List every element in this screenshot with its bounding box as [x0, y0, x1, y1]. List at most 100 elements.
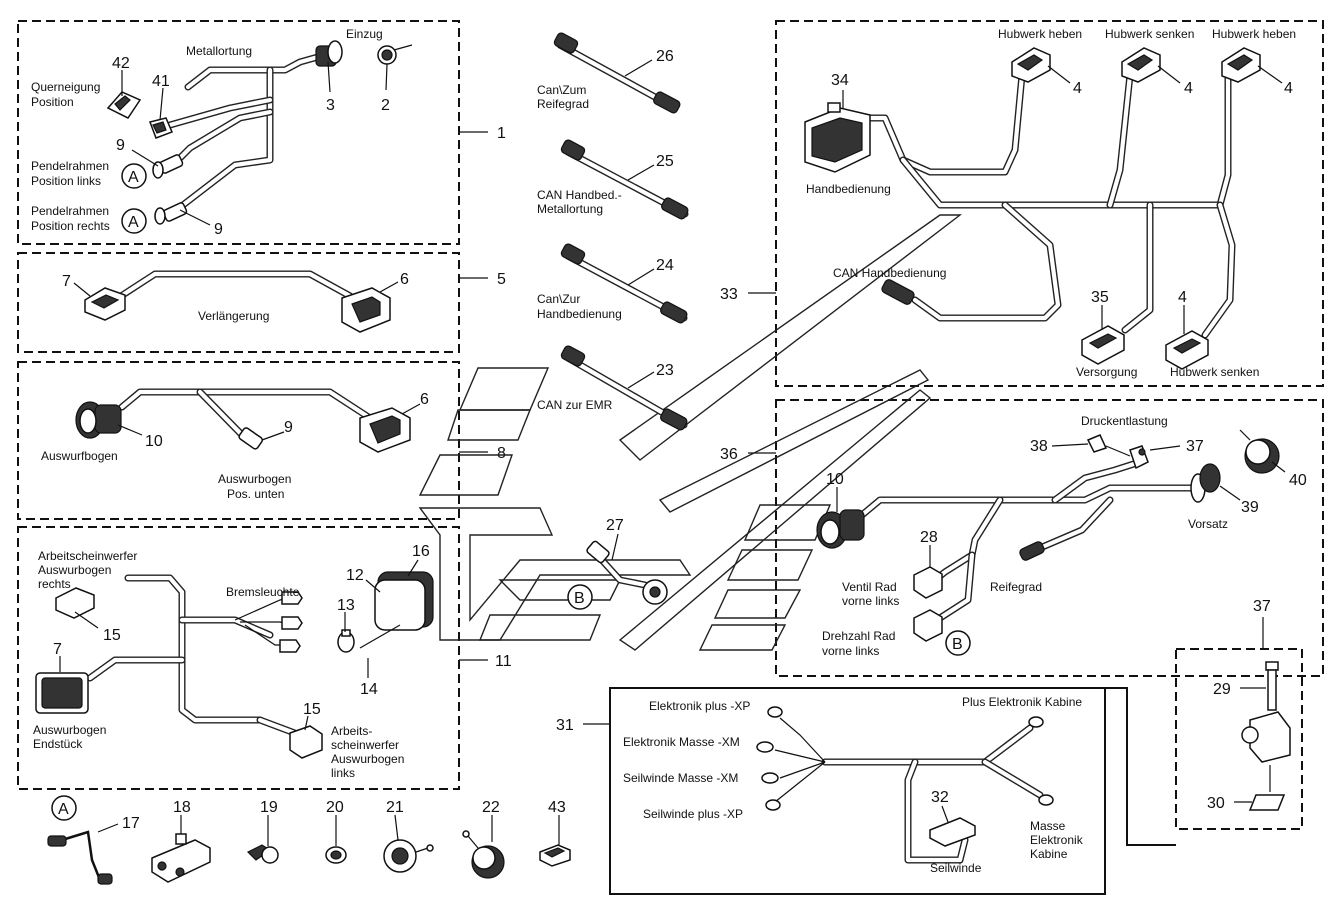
group-37-box: 37: [1175, 598, 1303, 830]
hand-control-34: [804, 102, 871, 173]
marker-a-label: A: [58, 801, 69, 818]
ring-terminals: [756, 706, 1054, 811]
group-number: 31: [556, 717, 574, 734]
connector-9-left: [152, 154, 184, 179]
label-aw-rechts: Auswurbogen: [38, 563, 111, 577]
label-druckentlastung: Druckentlastung: [1081, 414, 1168, 428]
label-hubwerk-heben: Hubwerk heben: [998, 27, 1082, 41]
connector-4-b: [1121, 47, 1161, 83]
callout-18: 18: [173, 799, 191, 816]
callout-17: 17: [122, 815, 140, 832]
tee-fitting-18: [151, 833, 211, 883]
connector-4-d: [1165, 330, 1209, 370]
callout-15: 15: [303, 701, 321, 718]
label-masse-kabine: Masse: [1030, 819, 1066, 833]
label-endstueck: Endstück: [33, 737, 83, 751]
connector-35: [1081, 325, 1125, 365]
connector-15-top: [55, 587, 95, 619]
label-can-metallortung: CAN Handbed.-: [537, 188, 622, 202]
label-aw-links: scheinwerfer: [331, 738, 399, 752]
can-cable-24: 24 Can\Zur Handbedienung: [537, 243, 688, 324]
group-5-box: 5: [17, 252, 506, 353]
cap-21: [383, 839, 434, 873]
group-31-box: 31: [556, 687, 1176, 895]
label-can-handbedienung: Can\Zur: [537, 292, 580, 306]
callout-28: 28: [920, 529, 938, 546]
label-querneigung: Querneigung: [31, 80, 100, 94]
callout-7: 7: [53, 641, 62, 658]
valve-detail-37: 29 30: [1207, 661, 1291, 812]
marker-a: [51, 795, 77, 821]
callout-19: 19: [260, 799, 278, 816]
label-vorsatz: Vorsatz: [1188, 517, 1228, 531]
marker-b: [567, 584, 593, 610]
label-masse-kabine: Elektronik: [1030, 833, 1084, 847]
group-number: 36: [720, 446, 738, 463]
connector-41: [149, 117, 173, 139]
callout-7: 7: [62, 273, 71, 290]
background-harness-outline: [418, 214, 963, 651]
label-bremsleuchte: Bremsleuchte: [226, 585, 300, 599]
label-ventil: vorne links: [842, 594, 899, 608]
label-hubwerk-heben: Hubwerk heben: [1212, 27, 1296, 41]
label-can-metallortung: Metallortung: [537, 202, 603, 216]
label-elektronik-plus: Elektronik plus -XP: [649, 699, 750, 713]
label-seilwinde: Seilwinde: [930, 861, 982, 875]
callout-4: 4: [1178, 289, 1187, 306]
label-auswurfbogen: Auswurfbogen: [41, 449, 118, 463]
group-number: 5: [497, 271, 506, 288]
label-querneigung: Position: [31, 95, 74, 109]
label-drehzahl: vorne links: [822, 644, 879, 658]
callout-15: 15: [103, 627, 121, 644]
marker-a-label: A: [128, 169, 139, 186]
label-versorgung: Versorgung: [1076, 365, 1137, 379]
callout-10: 10: [826, 471, 844, 488]
label-pendel-rechts: Pendelrahmen: [31, 204, 109, 218]
callout-21: 21: [386, 799, 404, 816]
callout-6: 6: [400, 271, 409, 288]
marker-b: [945, 630, 971, 656]
label-hubwerk-senken: Hubwerk senken: [1105, 27, 1194, 41]
harness-8: 10 9 6 Auswurfbogen Auswurbogen Pos. unt…: [41, 388, 429, 501]
callout-22: 22: [482, 799, 500, 816]
connector-4-c: [1221, 47, 1261, 83]
connector-6: [359, 407, 411, 453]
round-connector-10: [75, 401, 122, 439]
connector-42: [106, 91, 142, 119]
marker-a: [121, 208, 147, 234]
label-endstueck: Auswurbogen: [33, 723, 106, 737]
cap-22: [462, 830, 505, 879]
sensor-cable-27: 27 B: [567, 517, 668, 610]
can-cable-26: 26 Can\Zum Reifegrad: [537, 32, 681, 114]
label-pendel-rechts: Position rechts: [31, 219, 110, 233]
callout-29: 29: [1213, 681, 1231, 698]
einzug-sensor-2: [377, 44, 413, 65]
can-cable-23: 23 CAN zur EMR: [537, 345, 688, 431]
connector-4-a: [1011, 47, 1051, 83]
label-hubwerk-senken: Hubwerk senken: [1170, 365, 1259, 379]
label-reifegrad: Reifegrad: [990, 580, 1042, 594]
label-aw-rechts: rechts: [38, 577, 71, 591]
callout-25: 25: [656, 153, 674, 170]
label-drehzahl: Drehzahl Rad: [822, 629, 895, 643]
valve-37: [1129, 445, 1149, 470]
group-number: 1: [497, 125, 506, 142]
can-plug: [881, 279, 915, 305]
group-number: 11: [495, 653, 512, 670]
group-36-box: 36: [720, 399, 1324, 677]
label-verlaengerung: Verlängerung: [198, 309, 269, 323]
harness-1: Metallortung Einzug Querneigung Position…: [31, 27, 413, 238]
label-can-handbedienung: CAN Handbedienung: [833, 266, 946, 280]
label-pendel-links: Pendelrahmen: [31, 159, 109, 173]
connector-b: [913, 609, 943, 642]
connector-9-right: [154, 202, 188, 225]
callout-4: 4: [1073, 80, 1082, 97]
connector-15-bottom: [289, 725, 323, 759]
callout-34: 34: [831, 72, 849, 89]
callout-3: 3: [326, 97, 335, 114]
label-aw-links: Arbeits-: [331, 724, 372, 738]
group-number: 33: [720, 286, 738, 303]
connector-43: [539, 844, 571, 867]
callout-27: 27: [606, 517, 624, 534]
label-aw-links: links: [331, 766, 355, 780]
